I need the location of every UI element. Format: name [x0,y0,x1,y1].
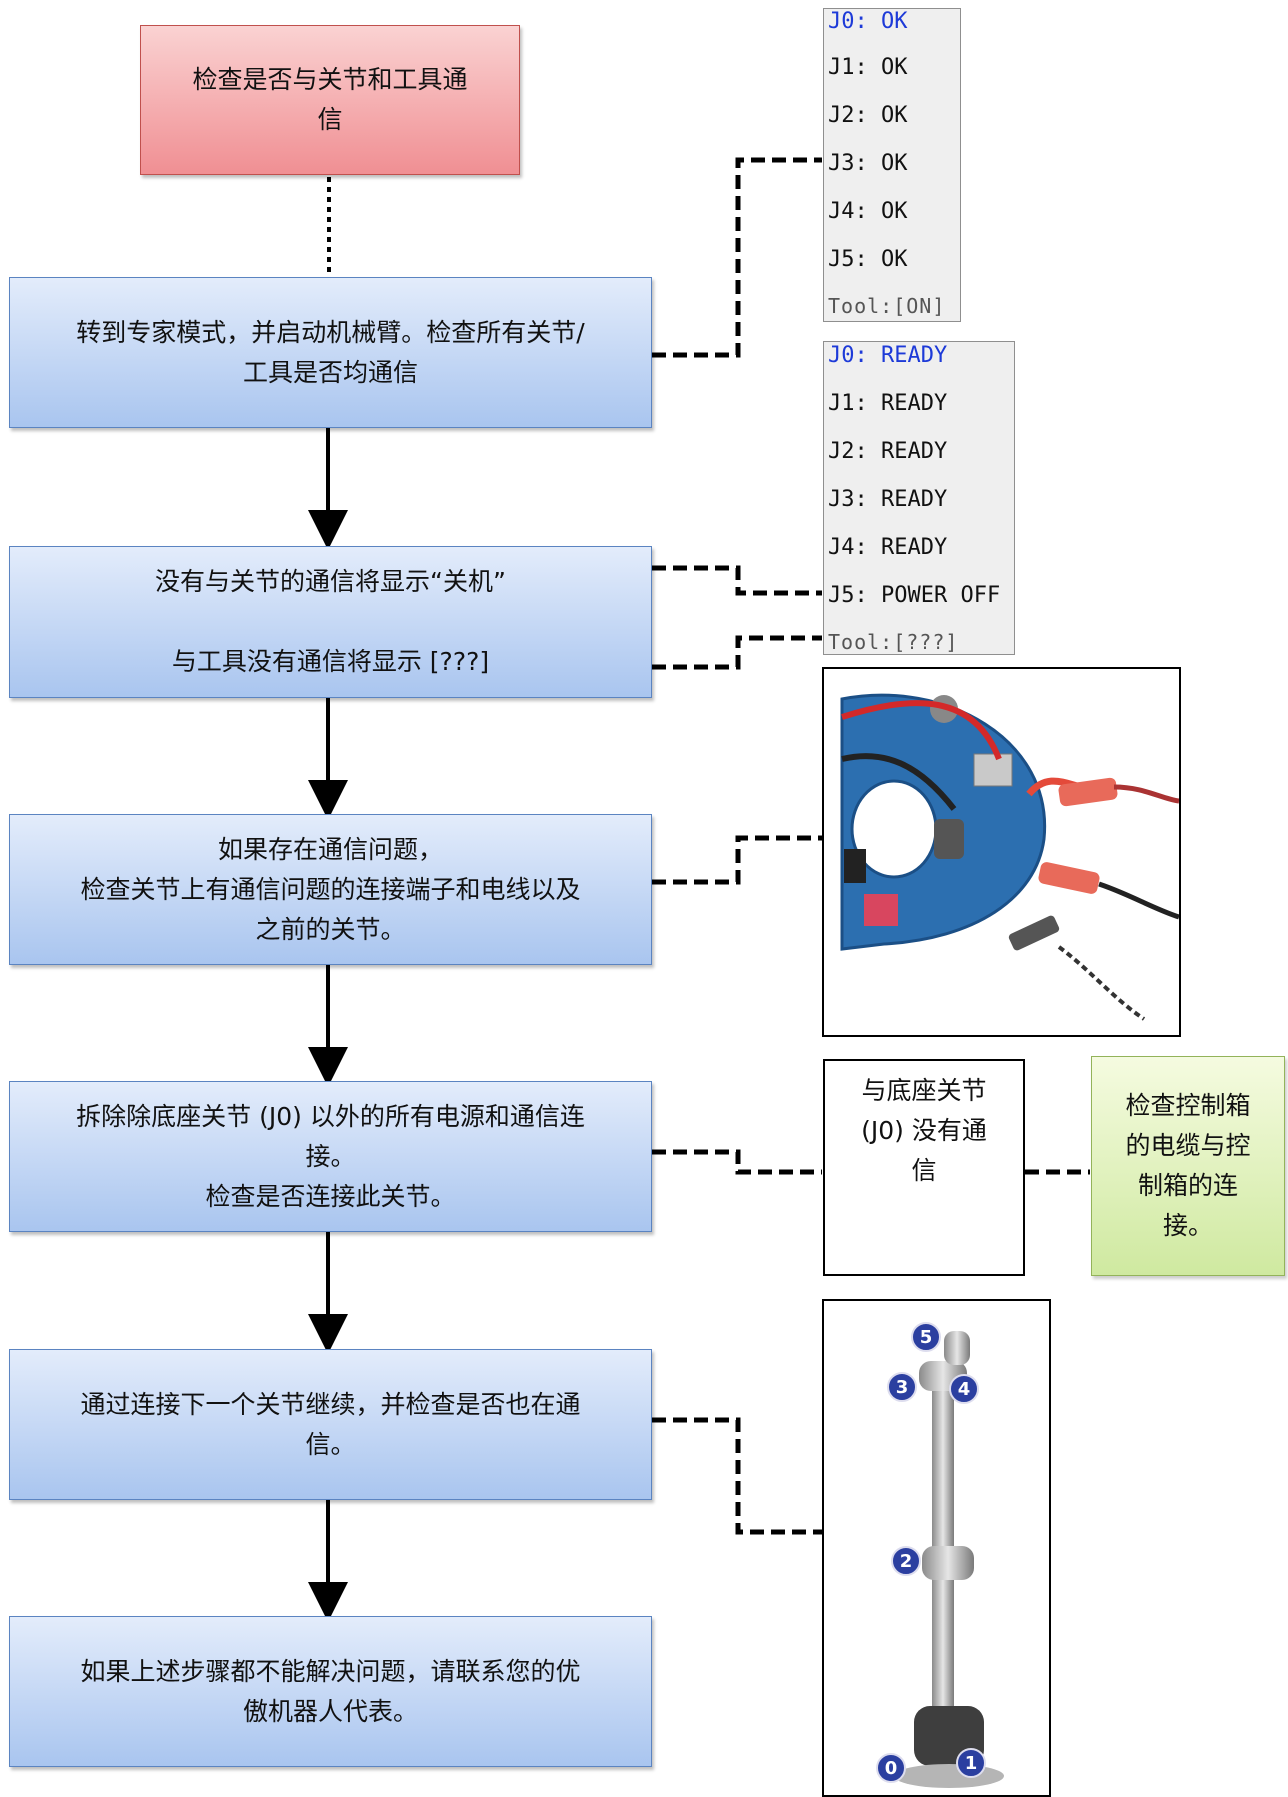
dash-step3-photo [652,835,822,885]
robot-joint-label-0: 0 [885,1758,898,1779]
robot-joint-label-1: 1 [965,1753,978,1774]
circuit-board-photo [822,667,1181,1037]
status-fault-row: J3: READY [828,487,948,512]
status-fault-row: J4: READY [828,535,948,560]
step-connect-next: 通过连接下一个关节继续，并检查是否也在通 信。 [9,1349,652,1500]
note-no-comm-j0-text: 与底座关节 (J0) 没有通 信 [861,1076,987,1185]
step-power-off-display: 没有与关节的通信将显示“关机” 与工具没有通信将显示 [???] [9,546,652,698]
note-check-controller-cable: 检查控制箱 的电缆与控 制箱的连 接。 [1091,1056,1285,1276]
step-check-terminals-text: 如果存在通信问题， 检查关节上有通信问题的连接端子和电线以及 之前的关节。 [80,834,581,944]
status-fault-row: J0: READY [828,343,948,368]
circuit-board-illustration [840,693,1179,1021]
status-fault-row: J1: READY [828,391,948,416]
status-ok-row: J4: OK [828,199,908,224]
status-ok-row: J1: OK [828,55,908,80]
step-contact-rep: 如果上述步骤都不能解决问题，请联系您的优 傲机器人代表。 [9,1616,652,1767]
robot-arm-photo: 5 3 4 2 0 1 [822,1299,1051,1797]
dash-step1-status [652,157,822,358]
note-no-comm-j0: 与底座关节 (J0) 没有通 信 [823,1059,1025,1276]
robot-joint-label-3: 3 [896,1377,909,1398]
step-check-terminals: 如果存在通信问题， 检查关节上有通信问题的连接端子和电线以及 之前的关节。 [9,814,652,965]
start-node: 检查是否与关节和工具通 信 [140,25,520,175]
step-tool-unknown-text: 与工具没有通信将显示 [???] [171,647,490,676]
status-ok-row: J5: OK [828,247,908,272]
robot-arm-illustration: 5 3 4 2 0 1 [876,1322,1004,1788]
note-check-cable-text: 检查控制箱 的电缆与控 制箱的连 接。 [1125,1091,1251,1240]
step-disconnect-all-text: 拆除除底座关节 (J0) 以外的所有电源和通信连 接。 检查是否连接此关节。 [76,1101,585,1211]
step-power-off-text: 没有与关节的通信将显示“关机” [155,567,506,596]
step-connect-next-text: 通过连接下一个关节继续，并检查是否也在通 信。 [80,1389,581,1459]
status-panel-fault: J0: READY J1: READY J2: READY J3: READY … [823,341,1015,655]
status-fault-row: J5: POWER OFF [828,583,1001,608]
dash-step5-robot [652,1417,822,1535]
status-fault-tool: Tool:[???] [828,630,959,654]
dash-step2-tool [652,635,822,670]
status-ok-row: J2: OK [828,103,908,128]
dash-step4-note [652,1149,822,1175]
robot-joint-label-2: 2 [900,1551,913,1572]
status-ok-row: J0: OK [828,9,908,34]
step-contact-rep-text: 如果上述步骤都不能解决问题，请联系您的优 傲机器人代表。 [80,1656,581,1726]
robot-joint-label-5: 5 [920,1327,933,1348]
status-ok-tool: Tool:[ON] [828,294,946,318]
status-ok-row: J3: OK [828,151,908,176]
robot-joint-label-4: 4 [958,1379,971,1400]
start-node-text: 检查是否与关节和工具通 信 [192,65,468,134]
step-disconnect-all: 拆除除底座关节 (J0) 以外的所有电源和通信连 接。 检查是否连接此关节。 [9,1081,652,1232]
status-fault-row: J2: READY [828,439,948,464]
status-panel-ok: J0: OK J1: OK J2: OK J3: OK J4: OK J5: O… [823,8,961,322]
dash-step2-power [652,565,822,596]
step-expert-mode: 转到专家模式，并启动机械臂。检查所有关节/ 工具是否均通信 [9,277,652,428]
step-expert-mode-text: 转到专家模式，并启动机械臂。检查所有关节/ 工具是否均通信 [76,317,585,387]
